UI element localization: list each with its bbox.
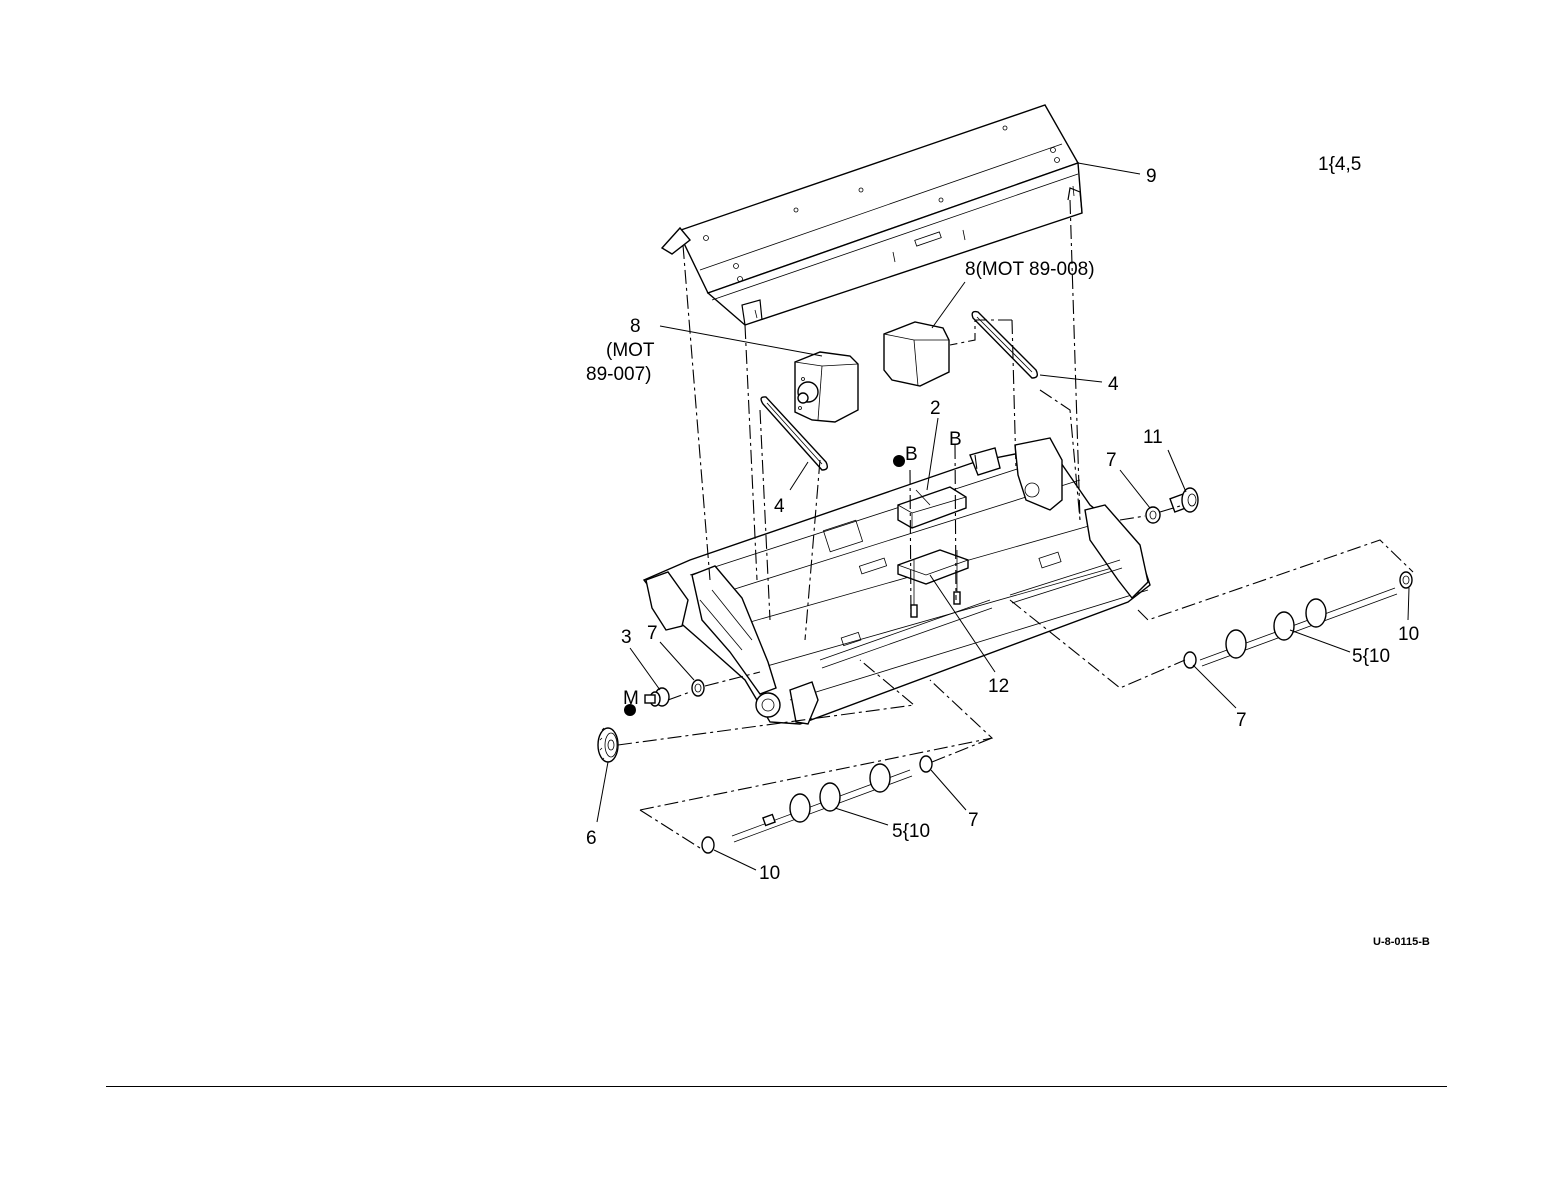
callout-7-right-bottom: 7	[1236, 710, 1247, 731]
motor-left-part	[795, 352, 858, 422]
callout-8-right: 8(MOT 89-008)	[965, 259, 1095, 280]
callout-7-right-top: 7	[1106, 450, 1117, 471]
callout-12: 12	[988, 676, 1009, 697]
callout-8-left-line2: (MOT	[606, 340, 655, 361]
callout-8-left-line1: 8	[630, 316, 641, 337]
bushing-3-part	[645, 688, 669, 706]
callout-5-left: 5{10	[892, 821, 930, 842]
b-marker-dot	[893, 455, 905, 467]
header-ref: 1{4,5	[1318, 154, 1361, 175]
drawing-id: U-8-0115-B	[1373, 936, 1430, 948]
callout-4-left: 4	[774, 496, 785, 517]
callout-5-right: 5{10	[1352, 646, 1390, 667]
main-frame-part	[644, 438, 1150, 724]
callout-m: M	[623, 688, 639, 709]
callout-6: 6	[586, 828, 597, 849]
top-cover-part	[662, 105, 1082, 325]
callout-8-left-line3: 89-007)	[586, 364, 652, 385]
callout-10-right: 10	[1398, 624, 1419, 645]
callout-11: 11	[1143, 427, 1163, 448]
callout-b-left: B	[905, 444, 918, 465]
gear-11-part	[1170, 488, 1198, 512]
bearing-7-right-part	[1146, 507, 1160, 523]
page-divider	[106, 1086, 1447, 1087]
callout-b-right: B	[949, 429, 962, 450]
callout-4-right: 4	[1108, 374, 1119, 395]
bearing-7-left-part	[692, 680, 704, 696]
callout-10-bottom: 10	[759, 863, 780, 884]
callout-9: 9	[1146, 166, 1157, 187]
callout-3: 3	[621, 627, 632, 648]
callout-7-bottom: 7	[968, 810, 979, 831]
callout-7-left: 7	[647, 623, 658, 644]
gear-6-part	[598, 728, 618, 762]
callout-2: 2	[930, 398, 941, 419]
belt-right-part	[972, 312, 1037, 378]
motor-right-part	[884, 322, 949, 386]
